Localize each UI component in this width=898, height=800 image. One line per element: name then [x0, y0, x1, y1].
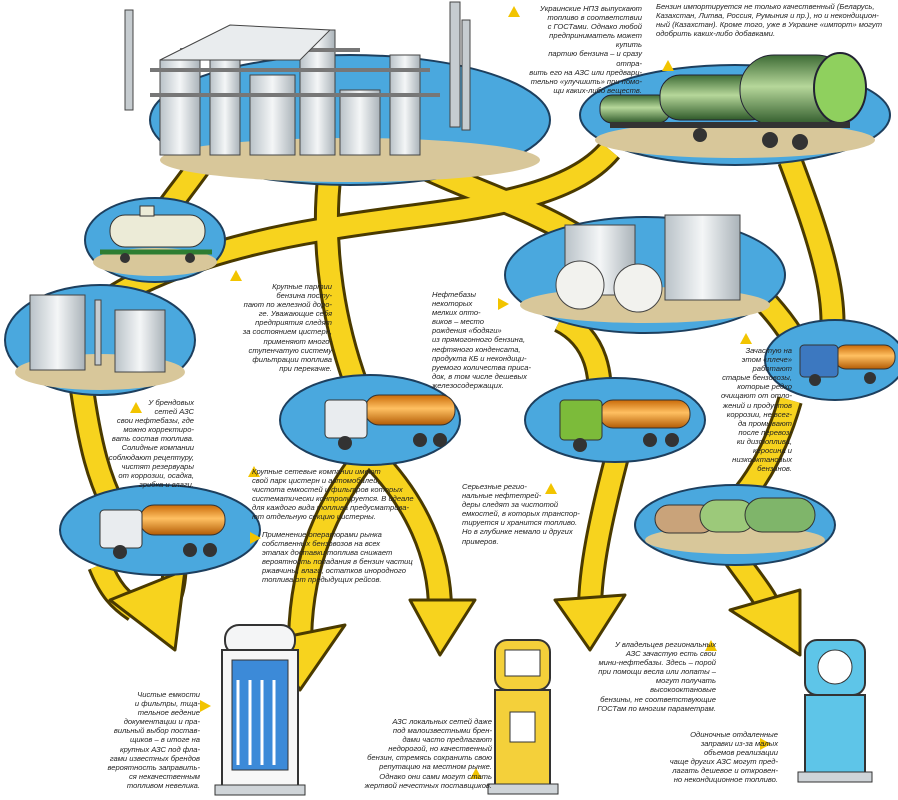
pump-remote	[797, 639, 873, 783]
caption-network-fleet: Крупные сетевые компании имеют свой парк…	[252, 467, 414, 522]
brand-tanker-scene	[59, 484, 261, 576]
brand-depot-scene	[4, 284, 196, 396]
caption-import: Бензин импортируется не только качествен…	[656, 2, 883, 39]
rail-tank-scene	[84, 197, 226, 283]
pump-big-brand	[214, 624, 306, 796]
caption-marker-brand-depots	[130, 402, 142, 413]
caption-marker-refinery	[508, 6, 520, 17]
caption-marker-local	[470, 768, 482, 779]
caption-rail: Крупные партии бензина посту- пают по же…	[242, 282, 332, 373]
caption-marker-network	[248, 466, 260, 477]
arrowhead-regional	[553, 593, 627, 652]
caption-remote-stations: Одиночные отдаленные заправки из-за малы…	[669, 730, 778, 785]
caption-marker-import	[662, 60, 674, 71]
caption-clean-filters: Чистые емкости и фильтры, тща- тельное в…	[107, 690, 200, 790]
arrowhead-remote	[728, 588, 802, 657]
caption-marker-old-trucks	[740, 333, 752, 344]
caption-marker-own-tankers	[250, 532, 261, 544]
network-tanker-scene	[279, 374, 461, 466]
caption-refinery: Украинские НПЗ выпускают топливо в соотв…	[529, 4, 642, 95]
caption-brand-depots: У брендовых сетей АЗС свои нефтебазы, гд…	[108, 398, 194, 489]
import-train-scene	[579, 52, 891, 166]
caption-regional-traders: Серьезные регио- нальные нефтетрей- деры…	[462, 482, 580, 546]
arrowhead-big-brand	[108, 568, 187, 652]
caption-regional-stations: У владельцев региональных АЗС зачастую е…	[597, 640, 716, 713]
refinery-scene	[124, 1, 551, 186]
old-tanker-scene	[764, 319, 898, 401]
caption-marker-regional-stations	[705, 640, 717, 651]
caption-marker-remote	[760, 738, 771, 750]
caption-old-trucks: Зачастую на этом «плече» работают старые…	[720, 346, 792, 474]
caption-marker-depots	[498, 298, 509, 310]
pump-local	[487, 639, 559, 795]
caption-marker-rail	[230, 270, 242, 281]
oil-depot-scene	[504, 214, 786, 334]
caption-local-networks: АЗС локальных сетей даже под малоизвестн…	[364, 717, 492, 790]
caption-marker-regional	[545, 483, 557, 494]
caption-oil-depots: Нефтебазы некоторых мелких опто- виков –…	[432, 290, 531, 390]
arrowhead-center	[408, 598, 477, 657]
caption-marker-clean-filters	[200, 700, 211, 712]
regional-tanker-scene	[524, 377, 706, 463]
caption-own-tankers: Применение операторами рынка собственных…	[262, 530, 413, 585]
mini-depot-scene	[634, 484, 836, 566]
